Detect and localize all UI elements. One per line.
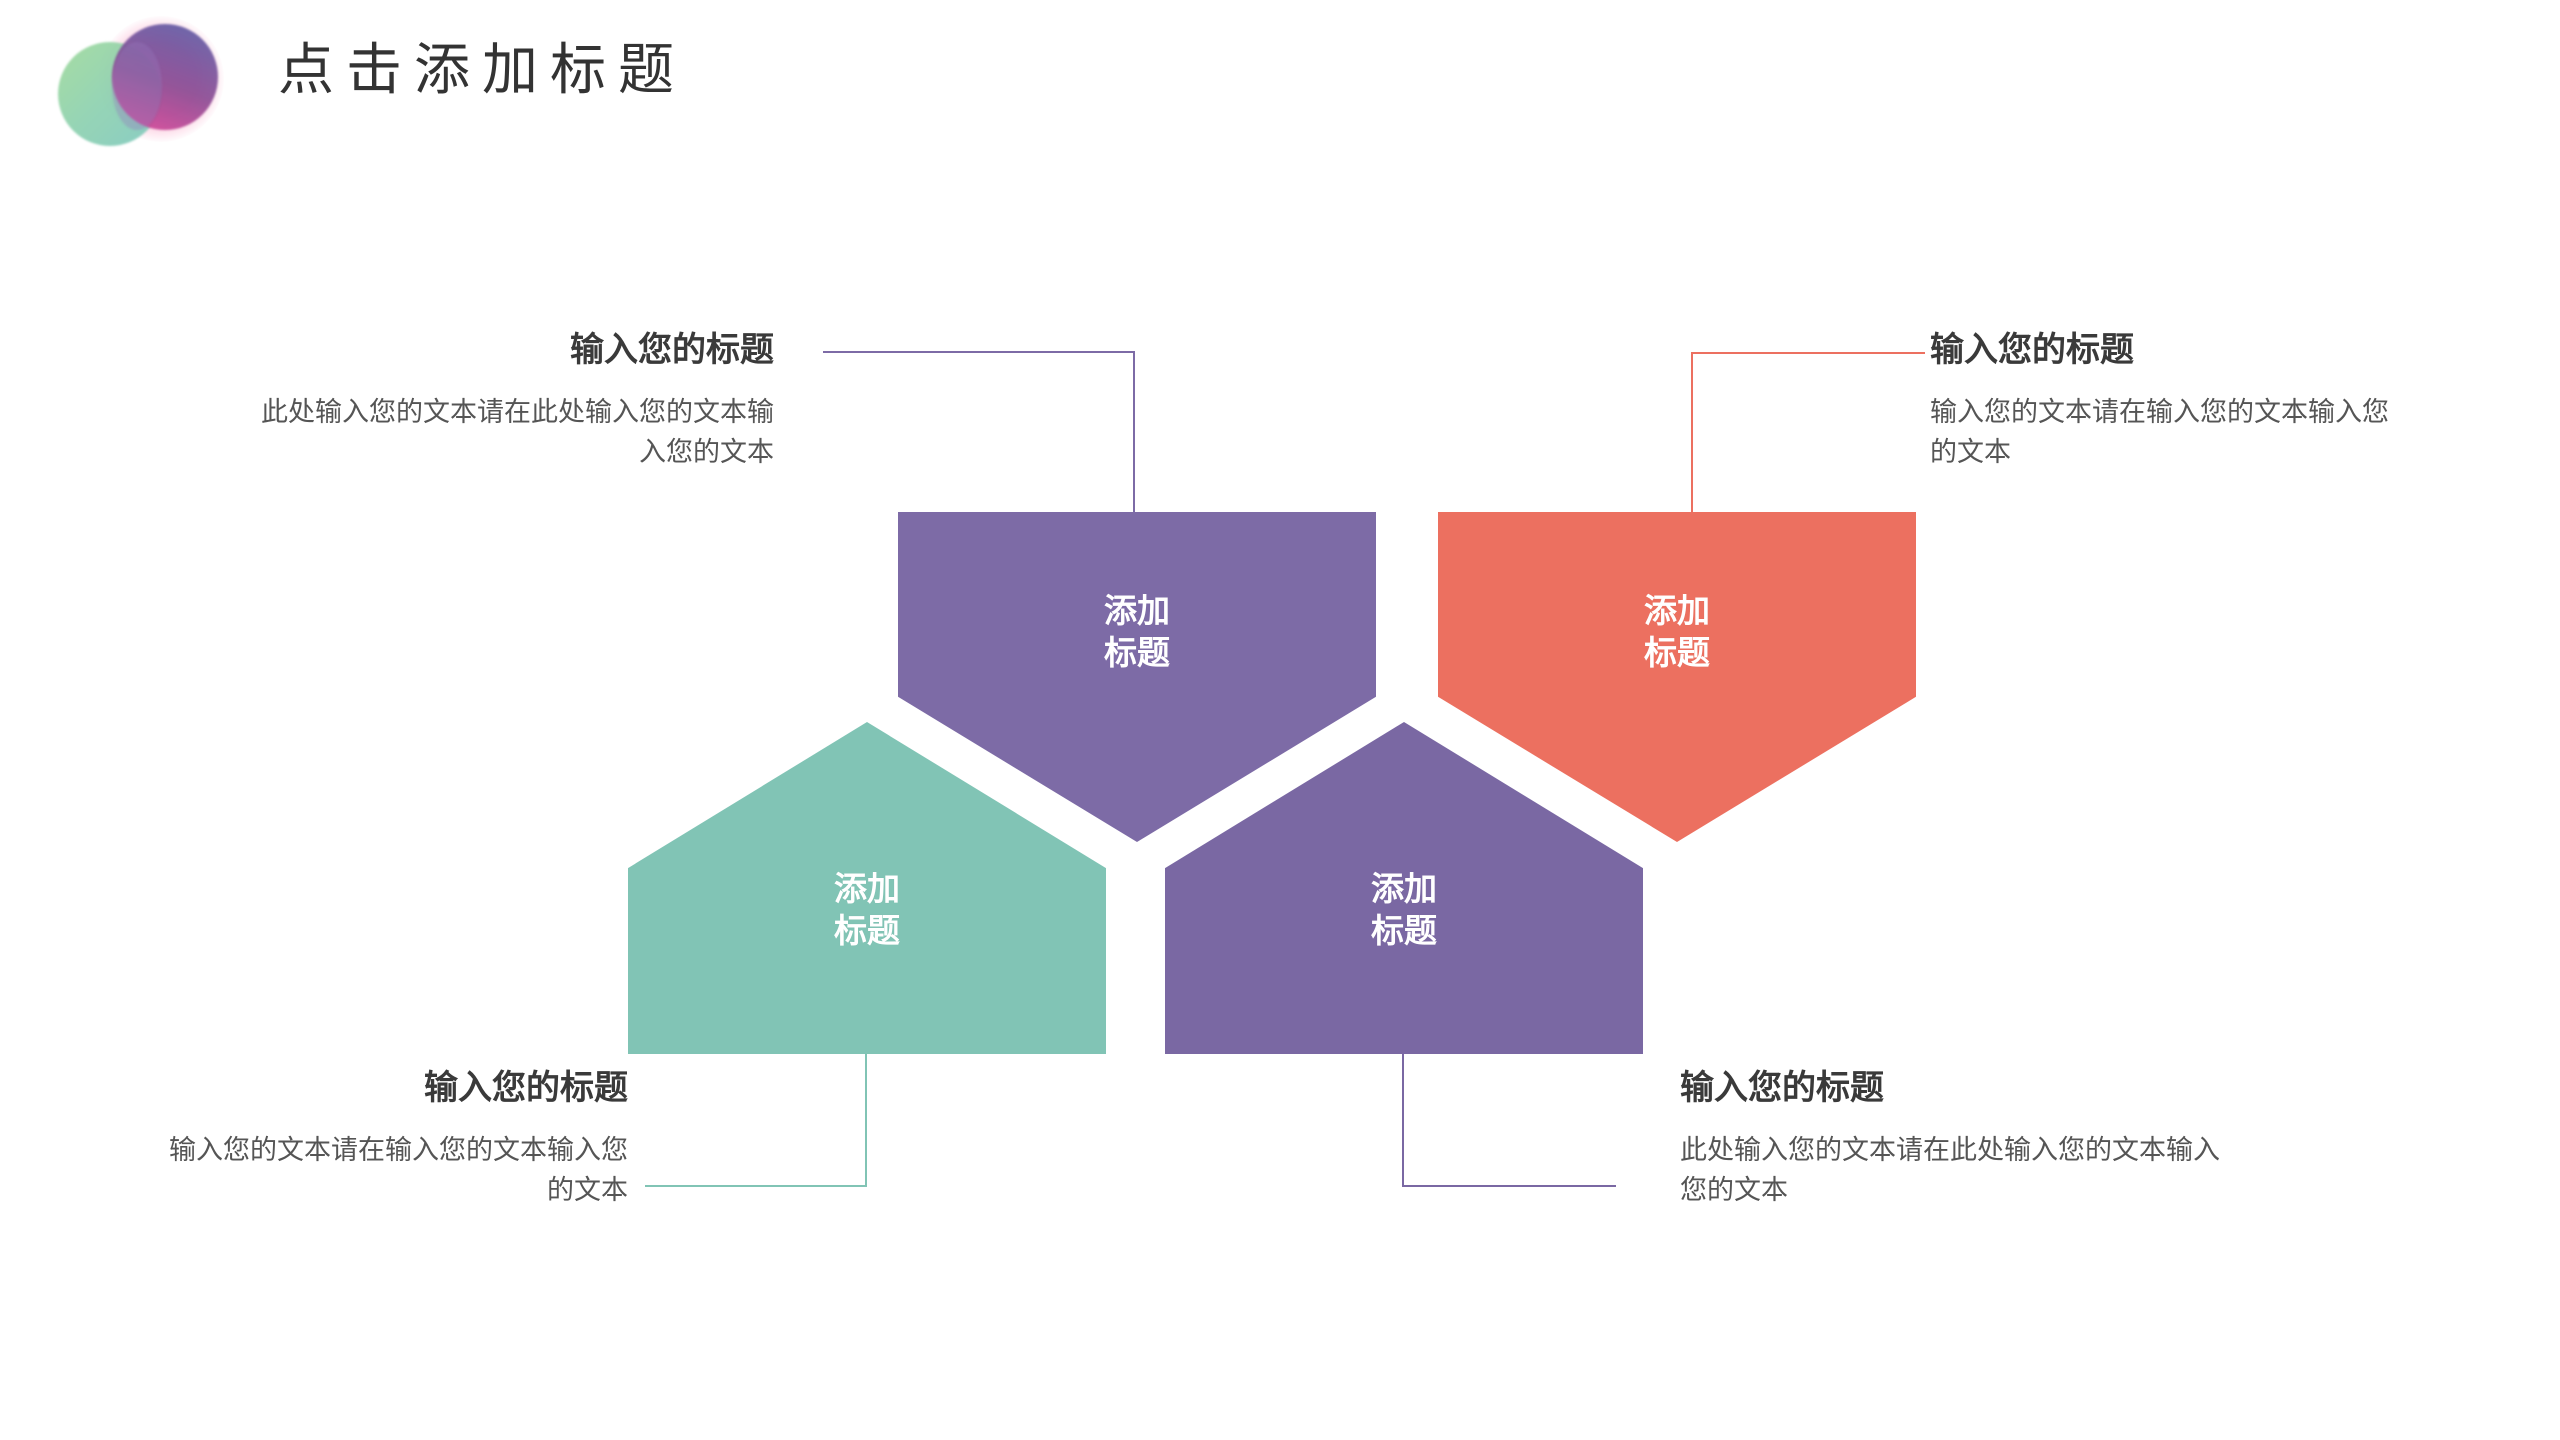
connector-bottom-right bbox=[1402, 1054, 1618, 1188]
connector-segment-horizontal bbox=[823, 351, 1135, 353]
pentagon-label: 添加 标题 bbox=[1104, 592, 1170, 672]
connector-top-left bbox=[823, 351, 1137, 514]
pentagon-label: 添加 标题 bbox=[1644, 592, 1710, 672]
connector-segment-vertical bbox=[1691, 352, 1693, 513]
callout-body: 此处输入您的文本请在此处输入您的文本输入您的文本 bbox=[261, 396, 774, 467]
page-title: 点击添加标题 bbox=[278, 38, 686, 101]
callout-title: 输入您的标题 bbox=[570, 331, 774, 369]
connector-segment-vertical bbox=[1133, 351, 1135, 513]
callout-body: 输入您的文本请在输入您的文本输入您的文本 bbox=[169, 1134, 628, 1205]
callout-bottom-right: 输入您的标题 此处输入您的文本请在此处输入您的文本输入您的文本 bbox=[1680, 1068, 2240, 1211]
callout-body: 输入您的文本请在输入您的文本输入您的文本 bbox=[1930, 396, 2389, 467]
connector-top-right bbox=[1691, 352, 1927, 514]
pentagon-label: 添加 标题 bbox=[834, 870, 900, 950]
callout-body: 此处输入您的文本请在此处输入您的文本输入您的文本 bbox=[1680, 1134, 2220, 1205]
pentagon-label: 添加 标题 bbox=[1371, 870, 1437, 950]
connector-segment-horizontal bbox=[1691, 352, 1925, 354]
callout-bottom-left: 输入您的标题 输入您的文本请在输入您的文本输入您的文本 bbox=[160, 1068, 628, 1211]
logo-circle-overlap bbox=[112, 42, 162, 130]
connector-segment-horizontal bbox=[1402, 1185, 1616, 1187]
callout-top-left: 输入您的标题 此处输入您的文本请在此处输入您的文本输入您的文本 bbox=[246, 330, 774, 473]
callout-title: 输入您的标题 bbox=[1930, 331, 2134, 369]
callout-title: 输入您的标题 bbox=[1680, 1069, 1884, 1107]
connector-segment-vertical bbox=[1402, 1054, 1404, 1187]
connector-segment-vertical bbox=[865, 1054, 867, 1187]
callout-top-right: 输入您的标题 输入您的文本请在输入您的文本输入您的文本 bbox=[1930, 330, 2400, 473]
connector-bottom-left bbox=[645, 1054, 867, 1188]
callout-title: 输入您的标题 bbox=[424, 1069, 628, 1107]
logo-circle-purple bbox=[112, 24, 218, 130]
overlapping-circles-logo-icon bbox=[48, 14, 228, 146]
connector-segment-horizontal bbox=[645, 1185, 867, 1187]
